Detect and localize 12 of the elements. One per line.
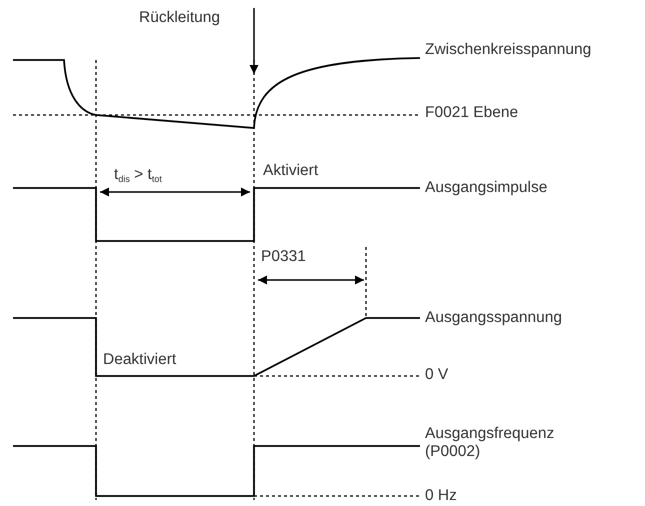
level-label: F0021 Ebene <box>425 104 518 122</box>
signal-name: Ausgangsimpulse <box>425 179 548 197</box>
timing-label: t$_{dis}$ > t$_{tot}$ <box>114 166 162 186</box>
signal-name: Ausgangsspannung <box>425 309 562 327</box>
parameter-label: P0331 <box>261 248 306 266</box>
signal-name: Ausgangsfrequenz (P0002) <box>425 425 556 461</box>
level-label: 0 V <box>425 366 448 384</box>
arrow-label: Rückleitung <box>139 9 220 27</box>
state-label: Deaktiviert <box>103 351 176 369</box>
level-label: 0 Hz <box>425 487 457 505</box>
signal-name: Zwischenkreisspannung <box>425 41 592 59</box>
state-label: Aktiviert <box>263 162 318 180</box>
